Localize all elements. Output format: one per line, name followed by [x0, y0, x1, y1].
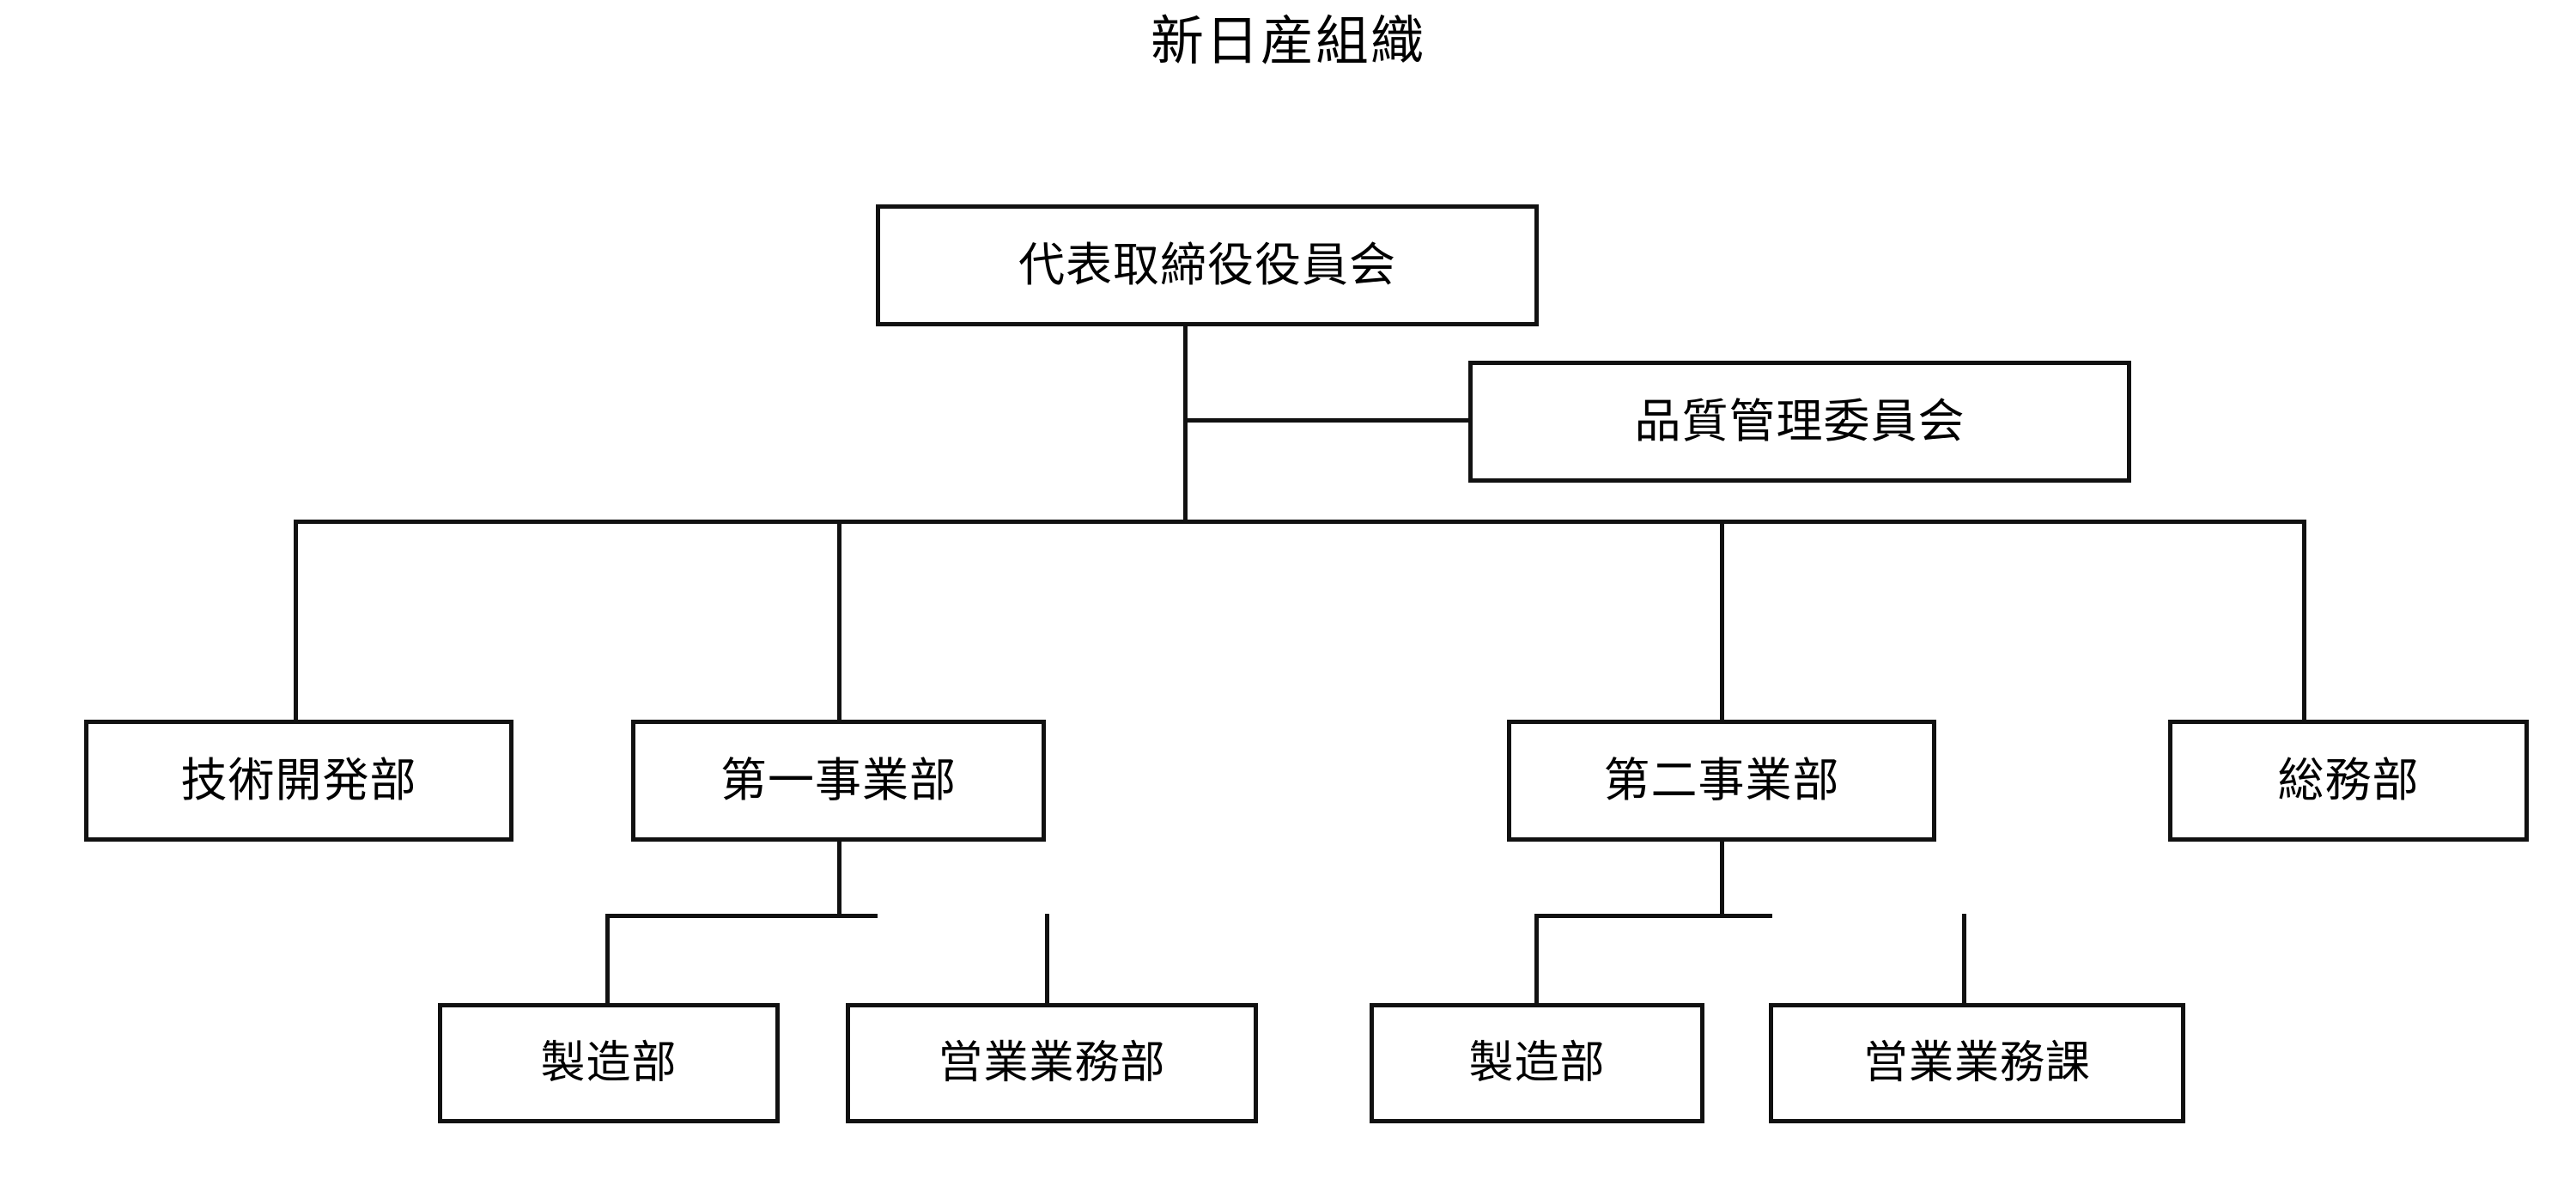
connector-drop-general-affairs	[2302, 520, 2306, 721]
connector-drop-sales-ops-section	[1962, 914, 1966, 1006]
node-sales-ops-dept[interactable]: 営業業務部	[846, 1003, 1258, 1123]
node-general-affairs-label: 総務部	[2277, 753, 2420, 807]
connector-division-two-bus	[1534, 914, 1772, 918]
node-sales-ops-section-label: 営業業務課	[1862, 1037, 2091, 1089]
connector-division-two-stem	[1720, 840, 1724, 917]
node-sales-ops-dept-label: 営業業務部	[938, 1037, 1166, 1089]
node-division-two-label: 第二事業部	[1603, 753, 1840, 807]
node-quality-committee[interactable]: 品質管理委員会	[1468, 361, 2131, 483]
node-tech-dev-label: 技術開発部	[180, 753, 417, 807]
node-tech-dev[interactable]: 技術開発部	[84, 720, 513, 842]
connector-board-to-quality-committee	[1183, 418, 1471, 423]
node-quality-committee-label: 品質管理委員会	[1634, 394, 1965, 448]
node-manufacturing-one-label: 製造部	[540, 1037, 677, 1089]
node-manufacturing-one[interactable]: 製造部	[438, 1003, 780, 1123]
node-general-affairs[interactable]: 総務部	[2168, 720, 2529, 842]
connector-board-stem	[1183, 325, 1188, 524]
connector-drop-sales-ops-dept	[1045, 914, 1049, 1006]
node-board[interactable]: 代表取締役役員会	[876, 204, 1539, 326]
connector-drop-tech-dev	[294, 520, 298, 721]
connector-drop-division-one	[837, 520, 841, 721]
node-division-one[interactable]: 第一事業部	[631, 720, 1046, 842]
node-board-label: 代表取締役役員会	[1018, 238, 1396, 292]
node-manufacturing-two[interactable]: 製造部	[1370, 1003, 1704, 1123]
node-sales-ops-section[interactable]: 営業業務課	[1769, 1003, 2185, 1123]
connector-division-one-bus	[605, 914, 878, 918]
node-manufacturing-two-label: 製造部	[1468, 1037, 1606, 1089]
connector-drop-division-two	[1720, 520, 1724, 721]
connector-drop-manufacturing-one	[605, 914, 610, 1006]
node-division-one-label: 第一事業部	[720, 753, 957, 807]
connector-drop-manufacturing-two	[1534, 914, 1539, 1006]
connector-main-bus	[294, 520, 2306, 524]
page-title: 新日産組織	[1150, 9, 1425, 72]
connector-division-one-stem	[837, 840, 841, 917]
node-division-two[interactable]: 第二事業部	[1507, 720, 1936, 842]
